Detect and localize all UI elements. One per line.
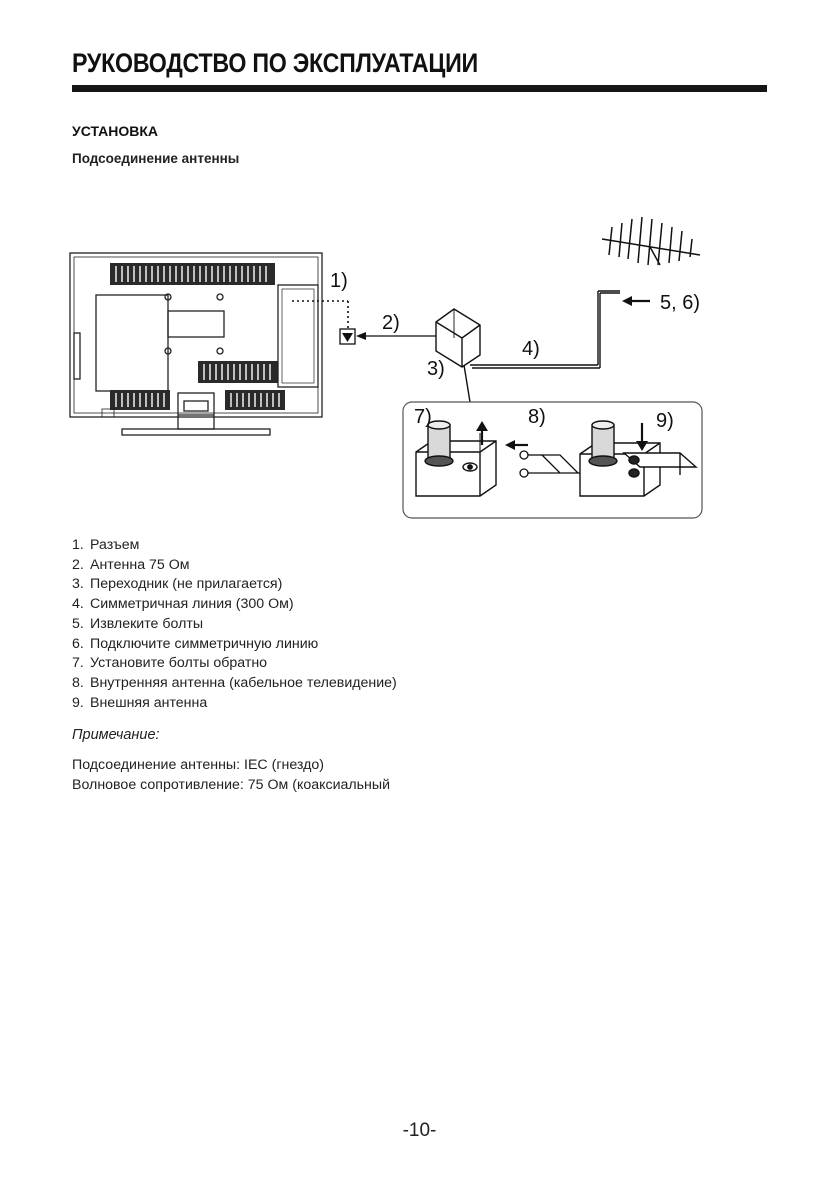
terminal-cable-attached-illustration: [579, 420, 698, 497]
legend-item: 1.Разъем: [72, 537, 140, 553]
legend-item: 6.Подключите симметричную линию: [72, 635, 319, 652]
antenna-connection-diagram: 1) 2) 3) 4) 5, 6) 7) 8) 9): [60, 205, 720, 525]
step-arrow-left: [505, 440, 528, 450]
legend-item: 3.Переходник (не прилагается): [72, 576, 283, 593]
page-title: РУКОВОДСТВО ПО ЭКСПЛУАТАЦИИ: [72, 48, 478, 78]
legend-item: 8.Внутренняя антенна (кабельное телевиде…: [72, 674, 397, 691]
label-2: 2): [382, 312, 400, 334]
step-arrow-up: [476, 421, 488, 445]
step-arrow-5-6: [622, 296, 650, 306]
connector-jack-icon: [339, 328, 356, 345]
label-5-6: 5, 6): [660, 292, 700, 314]
label-4: 4): [522, 338, 540, 360]
sub-heading: Подсоединение антенны: [72, 151, 240, 166]
page-number: -10-: [402, 1120, 437, 1141]
label-7: 7): [414, 406, 432, 428]
label-3: 3): [427, 358, 445, 380]
legend-item: 7.Установите болты обратно: [72, 655, 268, 672]
step-arrow-down: [636, 423, 648, 451]
note-heading: Примечание:: [72, 727, 160, 743]
tv-back-illustration: [69, 252, 323, 436]
adapter-icon: [435, 308, 481, 368]
label-1: 1): [330, 270, 348, 292]
legend-list: 1.Разъем 2.Антенна 75 Ом 3.Переходник (н…: [72, 536, 397, 713]
legend-item: 2.Антенна 75 Ом: [72, 556, 190, 573]
connector-line: [292, 300, 349, 329]
label-9: 9): [656, 410, 674, 432]
antenna-cable-arrow: [356, 332, 436, 340]
label-8: 8): [528, 406, 546, 428]
section-heading: УСТАНОВКА: [72, 123, 159, 139]
note-line: Подсоединение антенны: IEC (гнездо): [72, 757, 324, 773]
outdoor-antenna-icon: [601, 216, 701, 266]
title-rule: [72, 85, 767, 92]
legend-item: 9.Внешняя антенна: [72, 694, 208, 711]
note-line: Волновое сопротивление: 75 Ом (коаксиаль…: [72, 777, 391, 793]
terminal-bolt-removal-illustration: [415, 420, 497, 497]
legend-item: 5.Извлеките болты: [72, 615, 204, 632]
legend-item: 4.Симметричная линия (300 Ом): [72, 596, 294, 613]
